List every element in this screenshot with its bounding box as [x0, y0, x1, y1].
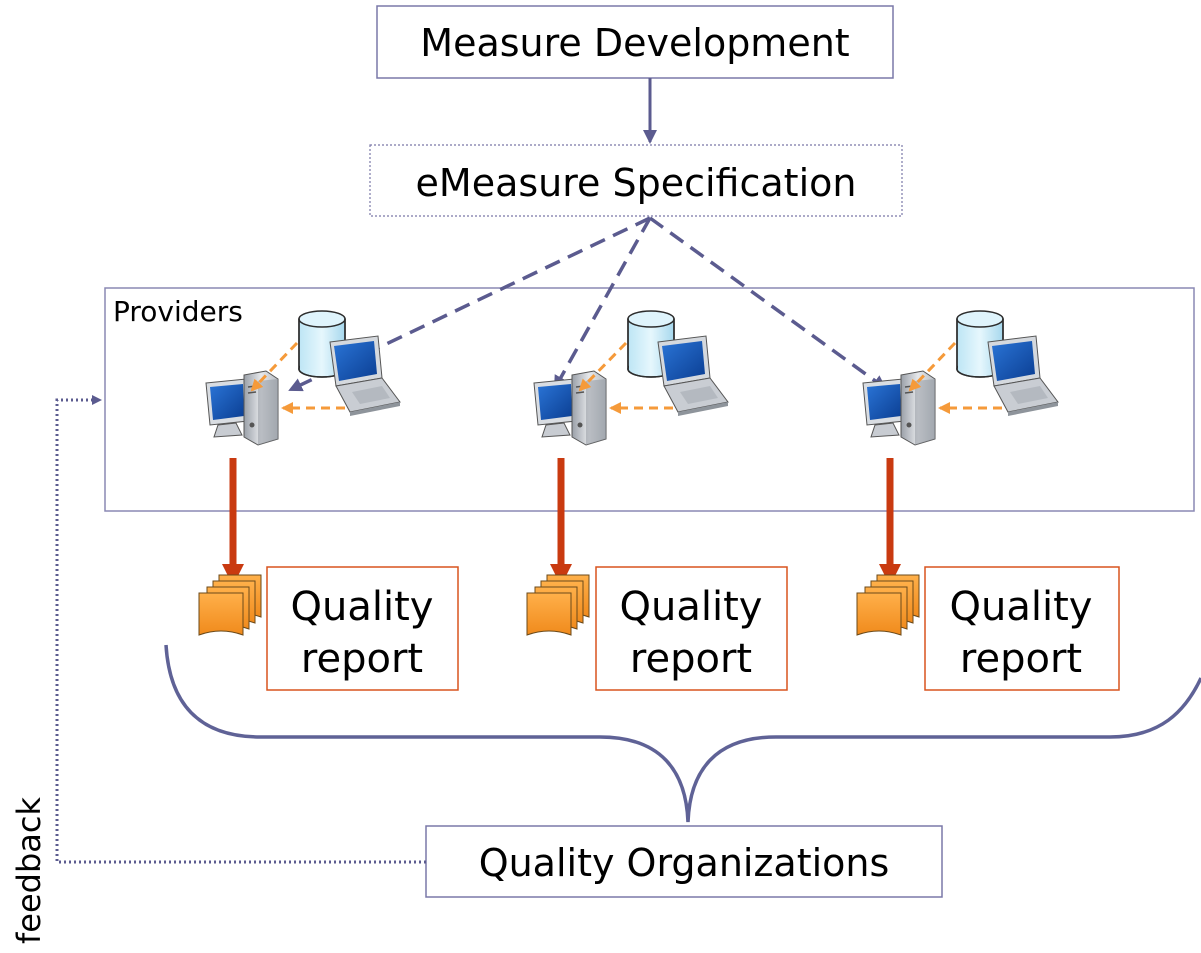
desktop-computer-icon [205, 370, 279, 446]
provider-group-3 [862, 310, 1059, 446]
report-3: Quality report [856, 566, 1120, 691]
feedback-label: feedback [10, 797, 48, 944]
arrow-db-to-desktop-3 [908, 341, 957, 392]
provider-group-1 [205, 310, 401, 446]
feedback-arrow [55, 395, 426, 864]
emeasure-specification-label: eMeasure Specification [416, 161, 857, 205]
report-line-2: report [630, 636, 752, 682]
provider-group-2 [533, 310, 729, 446]
arrow-spec-to-provider-2 [553, 217, 652, 390]
report-stack-icon [856, 574, 920, 636]
arrow-db-to-desktop-2 [578, 341, 628, 392]
providers-label: Providers [113, 295, 243, 328]
quality-organizations-node: Quality Organizations [425, 825, 943, 898]
report-line-1: Quality [291, 584, 434, 630]
emeasure-specification-node: eMeasure Specification [369, 144, 903, 217]
report-line-2: report [960, 636, 1082, 682]
report-stack-icon [526, 574, 590, 636]
desktop-computer-icon [533, 370, 607, 446]
quality-organizations-label: Quality Organizations [479, 841, 890, 885]
report-arrows [222, 458, 901, 586]
report-2: Quality report [526, 566, 788, 691]
brace [164, 644, 1201, 823]
report-line-1: Quality [620, 584, 763, 630]
report-line-2: report [301, 636, 423, 682]
measure-development-node: Measure Development [376, 5, 894, 79]
report-1: Quality report [198, 566, 459, 691]
desktop-computer-icon [862, 370, 936, 446]
report-stack-icon [198, 574, 262, 636]
measure-development-label: Measure Development [420, 21, 849, 65]
report-line-1: Quality [950, 584, 1093, 630]
arrow-db-to-desktop-1 [250, 341, 299, 392]
